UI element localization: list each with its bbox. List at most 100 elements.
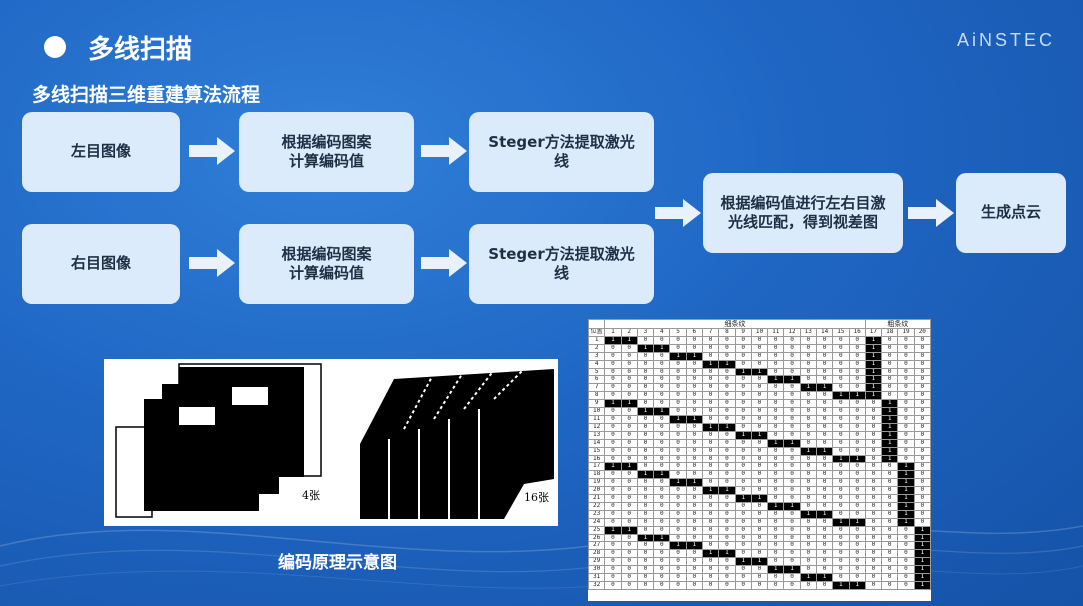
table-cell: 0 [832, 470, 850, 480]
table-cell: 0 [701, 407, 720, 416]
table-cell: 1 [636, 533, 655, 543]
table-cell: 0 [734, 351, 752, 361]
table-cell: 0 [669, 525, 687, 535]
table-cell: 1 [897, 470, 915, 480]
table-cell: 0 [815, 407, 834, 416]
table-cell: 0 [783, 351, 801, 361]
table-cell: 0 [832, 573, 850, 582]
table-cell: 0 [685, 446, 703, 456]
table-cell: 0 [881, 549, 899, 559]
table-cell: 1 [636, 407, 655, 416]
table-cell: 0 [669, 399, 687, 409]
table-cell: 0 [783, 414, 801, 424]
table-cell: 0 [701, 454, 720, 464]
table-cell: 0 [734, 399, 752, 409]
table-cell: 0 [604, 478, 622, 488]
table-cell: 1 [767, 565, 785, 575]
table-cell: 0 [734, 407, 752, 416]
table-cell: 0 [799, 478, 817, 488]
table-cell: 0 [832, 351, 850, 361]
table-cell: 0 [897, 565, 915, 575]
steger-bottom-box: Steger方法提取激光 线 [469, 224, 654, 304]
table-cell: 1 [718, 359, 736, 369]
table-cell: 0 [620, 438, 638, 448]
table-cell: 0 [669, 509, 687, 519]
table-cell: 0 [750, 486, 769, 496]
table-cell: 1 [718, 422, 736, 432]
table-cell: 0 [832, 359, 850, 369]
table-cell: 0 [913, 335, 931, 345]
table-cell: 0 [832, 399, 850, 409]
table-cell: 1 [832, 581, 850, 590]
row-number: 15 [588, 446, 606, 456]
table-cell: 0 [815, 399, 834, 409]
table-cell: 0 [783, 509, 801, 519]
row-number: 22 [588, 501, 606, 511]
table-cell: 0 [685, 399, 703, 409]
table-cell: 0 [604, 446, 622, 456]
table-cell: 0 [653, 501, 671, 511]
table-cell: 0 [636, 414, 655, 424]
table-cell: 0 [815, 533, 834, 543]
table-cell: 0 [864, 462, 883, 472]
table-cell: 0 [750, 343, 769, 353]
table-cell: 0 [864, 549, 883, 559]
table-cell: 0 [815, 343, 834, 353]
table-cell: 1 [864, 383, 883, 393]
table-cell: 0 [864, 407, 883, 416]
table-cell: 0 [653, 438, 671, 448]
table-cell: 1 [783, 375, 801, 385]
table-cell: 1 [669, 414, 687, 424]
table-cell: 0 [701, 375, 720, 385]
table-cell: 0 [913, 446, 931, 456]
table-cell: 1 [701, 486, 720, 496]
table-cell: 0 [685, 438, 703, 448]
table-cell: 0 [620, 383, 638, 393]
table-cell: 0 [734, 335, 752, 345]
column-number: 11 [767, 328, 785, 337]
table-cell: 0 [701, 501, 720, 511]
table-cell: 0 [815, 525, 834, 535]
table-cell: 0 [734, 486, 752, 496]
stripe-pattern-graphic: 4张 16张 [115, 363, 554, 519]
table-cell: 0 [620, 541, 638, 551]
table-cell: 1 [913, 557, 931, 567]
table-cell: 0 [669, 573, 687, 582]
table-cell: 0 [653, 430, 671, 440]
table-cell: 0 [718, 407, 736, 416]
table-cell: 0 [750, 454, 769, 464]
table-cell: 0 [767, 335, 785, 345]
table-cell: 0 [848, 343, 866, 353]
table-cell: 1 [636, 470, 655, 480]
table-cell: 0 [620, 407, 638, 416]
table-cell: 0 [620, 430, 638, 440]
table-cell: 0 [913, 462, 931, 472]
table-cell: 0 [685, 430, 703, 440]
table-cell: 0 [685, 422, 703, 432]
table-cell: 0 [701, 343, 720, 353]
table-cell: 0 [718, 414, 736, 424]
table-cell: 0 [750, 541, 769, 551]
table-cell: 0 [636, 565, 655, 575]
table-cell: 0 [783, 525, 801, 535]
table-cell: 0 [734, 525, 752, 535]
table-cell: 1 [734, 367, 752, 377]
table-cell: 0 [832, 430, 850, 440]
table-cell: 0 [897, 359, 915, 369]
table-cell: 0 [913, 454, 931, 464]
table-cell: 0 [799, 367, 817, 377]
table-cell: 0 [783, 399, 801, 409]
column-number: 17 [864, 328, 883, 337]
table-cell: 0 [620, 351, 638, 361]
table-cell: 0 [718, 565, 736, 575]
table-cell: 0 [620, 486, 638, 496]
left-image-box: 左目图像 [22, 112, 180, 192]
table-cell: 1 [881, 446, 899, 456]
table-cell: 0 [636, 494, 655, 503]
table-header-cell [588, 319, 606, 329]
